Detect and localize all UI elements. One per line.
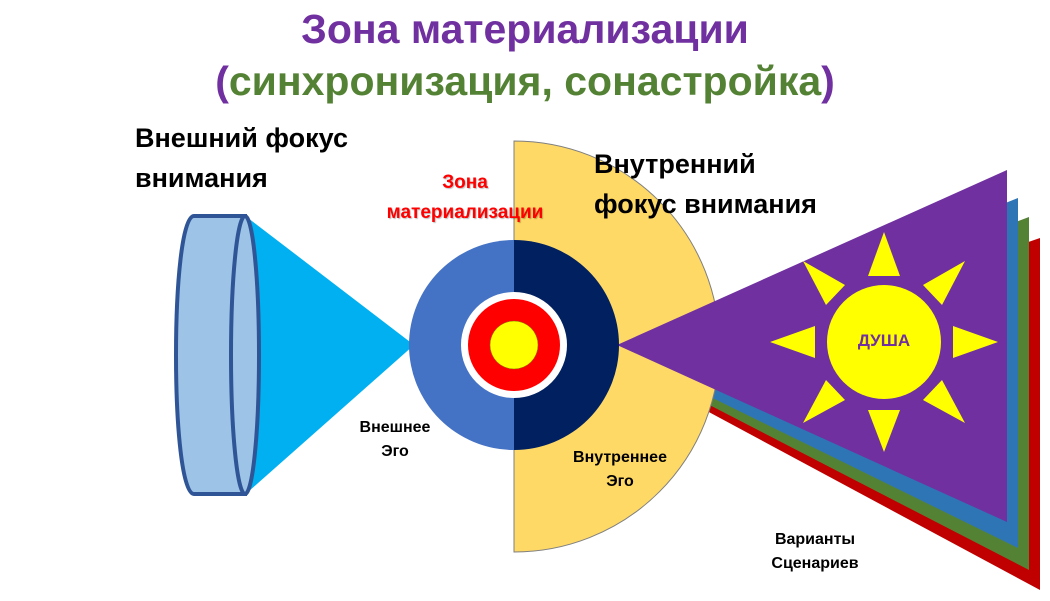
scenarios-label: Варианты Сценариев [771,531,859,572]
title-line-1: Зона материализации [301,6,749,52]
external-focus-label: Внешний фокус внимания [135,123,348,193]
external-ego-label: Внешнее Эго [359,419,431,460]
materialization-zone-label: Зона материализации [386,172,544,223]
core-yellow-center [489,320,539,370]
external-focus-cone [248,218,414,492]
sun-icon [770,232,998,452]
internal-focus-label: Внутренний фокус внимания [594,149,817,219]
title-paren-close: ) [821,58,835,104]
title-subtitle: синхронизация, сонастройка [228,58,822,104]
title-line-2: (синхронизация, сонастройка) [0,55,1050,107]
lens-icon [174,214,261,496]
soul-label: ДУША [857,331,911,350]
title-paren-open: ( [215,58,229,104]
internal-ego-label: Внутреннее Эго [573,449,667,490]
